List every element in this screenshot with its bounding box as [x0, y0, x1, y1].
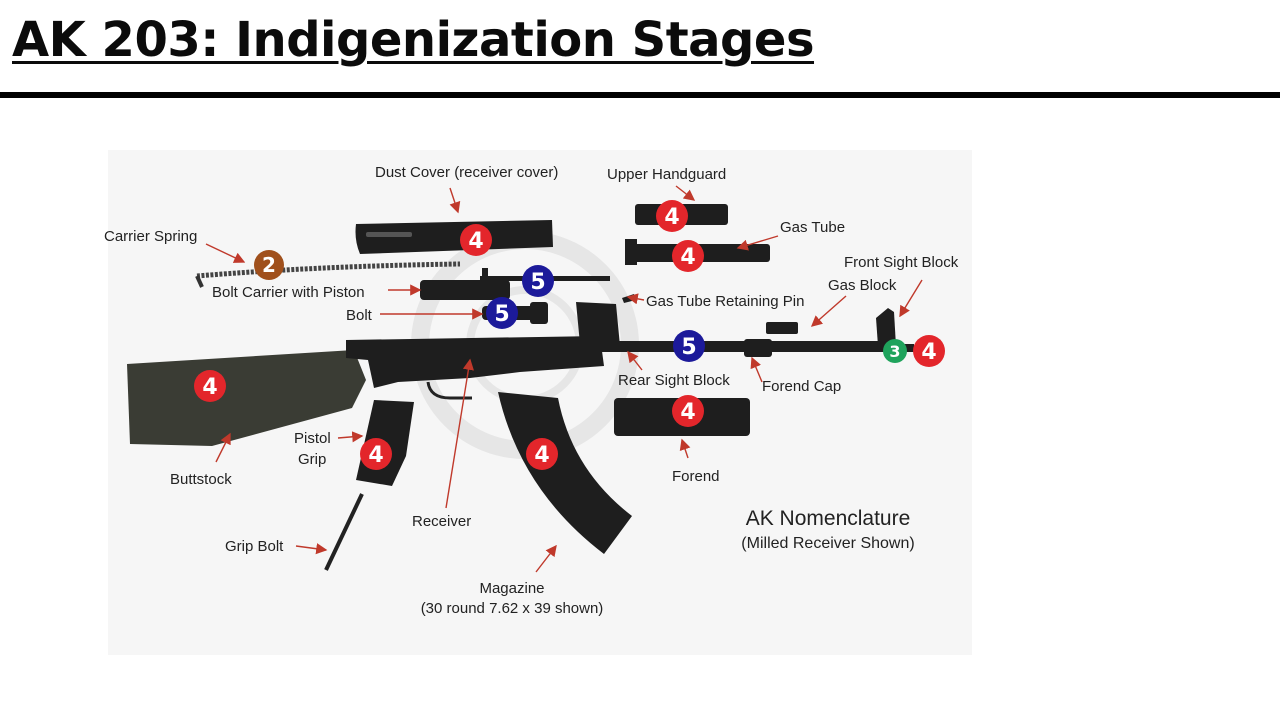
label-carrier-spring: Carrier Spring: [104, 228, 197, 245]
label-receiver: Receiver: [412, 513, 471, 530]
svg-text:4: 4: [368, 443, 383, 468]
badge-bolt-carrier: 5: [522, 265, 554, 297]
title-divider: [0, 92, 1280, 98]
badge-forend: 4: [672, 395, 704, 427]
label-upper-handguard: Upper Handguard: [607, 166, 726, 183]
carrier-spring: [195, 261, 461, 288]
badge-bolt: 5: [486, 297, 518, 329]
callout-arrows: [205, 185, 923, 573]
nomenclature-subheading: (Milled Receiver Shown): [741, 535, 914, 552]
label-gas-tube: Gas Tube: [780, 219, 845, 236]
label-magazine-line1: Magazine: [479, 580, 544, 597]
grip-bolt-part: [324, 493, 364, 571]
buttstock: [127, 350, 366, 446]
badge-gas-tube: 4: [672, 240, 704, 272]
badge-upper-handguard: 4: [656, 200, 688, 232]
svg-text:4: 4: [468, 229, 483, 254]
badge-pistol-grip: 4: [360, 438, 392, 470]
label-grip-bolt: Grip Bolt: [225, 538, 284, 555]
label-buttstock: Buttstock: [170, 471, 232, 488]
badge-magazine: 4: [526, 438, 558, 470]
badge-barrel: 5: [673, 330, 705, 362]
label-magazine-line2: (30 round 7.62 x 39 shown): [421, 600, 604, 617]
svg-text:4: 4: [680, 245, 695, 270]
label-front-sight-block: Front Sight Block: [844, 254, 959, 271]
badge-front-sight-red: 4: [913, 335, 945, 367]
label-dust-cover: Dust Cover (receiver cover): [375, 164, 558, 181]
label-pistol-grip-line1: Pistol: [294, 430, 331, 447]
svg-text:4: 4: [921, 340, 936, 365]
badge-dust-cover: 4: [460, 224, 492, 256]
badge-front-sight-green: 3: [883, 339, 907, 363]
svg-text:2: 2: [262, 253, 276, 277]
svg-text:4: 4: [664, 205, 679, 230]
label-bolt-carrier: Bolt Carrier with Piston: [212, 284, 365, 301]
rear-sight-block: [576, 302, 620, 346]
label-forend: Forend: [672, 468, 720, 485]
receiver: [346, 336, 604, 400]
label-bolt: Bolt: [346, 307, 373, 324]
label-pistol-grip-line2: Grip: [298, 451, 326, 468]
badge-carrier-spring: 2: [254, 250, 284, 280]
label-rear-sight-block: Rear Sight Block: [618, 372, 730, 389]
stage-badges: 4 4 4 2 5 5 5 3 4 4 4 4 4: [194, 200, 945, 470]
magazine-part: [498, 392, 632, 554]
dust-cover: [355, 220, 553, 254]
svg-text:4: 4: [680, 400, 695, 425]
svg-text:4: 4: [202, 375, 217, 400]
svg-text:4: 4: [534, 443, 549, 468]
svg-text:3: 3: [889, 342, 900, 361]
label-gas-block: Gas Block: [828, 277, 897, 294]
svg-text:5: 5: [681, 335, 696, 360]
badge-buttstock: 4: [194, 370, 226, 402]
svg-text:5: 5: [530, 270, 545, 295]
svg-text:5: 5: [494, 302, 509, 327]
barrel: [600, 308, 914, 357]
label-forend-cap: Forend Cap: [762, 378, 841, 395]
slide-title: AK 203: Indigenization Stages: [12, 12, 815, 68]
nomenclature-heading: AK Nomenclature: [746, 507, 911, 530]
label-gas-tube-pin: Gas Tube Retaining Pin: [646, 293, 804, 310]
